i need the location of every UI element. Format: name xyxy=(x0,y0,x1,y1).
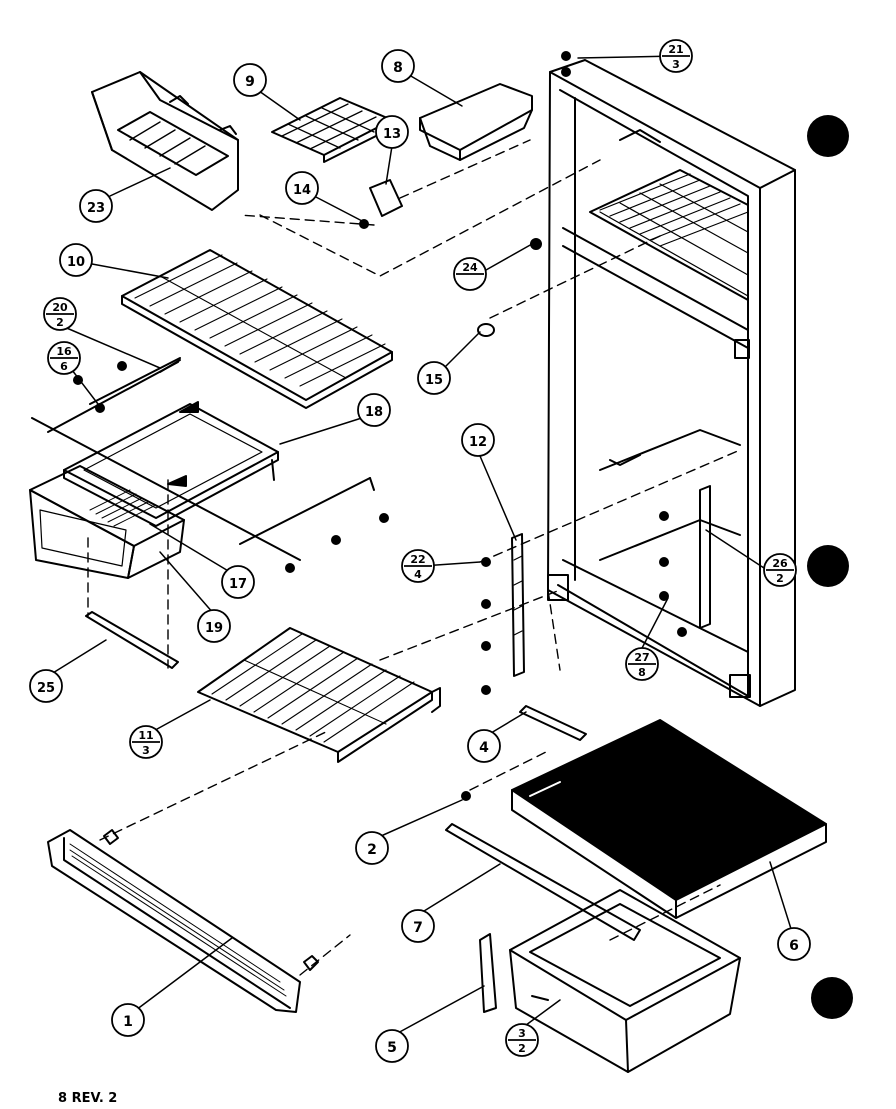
revision-footer: 8 REV. 2 xyxy=(58,1091,118,1106)
callout-21-3: 21 3 xyxy=(659,39,693,73)
callout-2: 2 xyxy=(355,831,389,865)
callout-label-top: 21 xyxy=(668,43,683,56)
callout-label: 25 xyxy=(37,681,55,696)
callout-label-bottom: 6 xyxy=(60,360,68,373)
callout-label-bottom: 2 xyxy=(56,316,64,329)
crisper-cover-glass xyxy=(63,401,279,527)
callout-16-6: 16 6 xyxy=(47,341,81,375)
drawer-slide-rail xyxy=(85,611,179,669)
callout-13: 13 xyxy=(375,115,409,149)
callout-label-top: 24 xyxy=(462,261,478,274)
callout-label-bottom: 3 xyxy=(672,58,680,71)
bracket-13 xyxy=(369,179,403,217)
callout-11-3: 11 3 xyxy=(129,725,163,759)
callout-17: 17 xyxy=(221,565,255,599)
crisper-cover-frame xyxy=(511,719,827,919)
callout-label-bottom: 3 xyxy=(142,744,150,757)
shelf-ladder-track-right xyxy=(699,485,711,629)
binder-holes xyxy=(807,115,853,1019)
callouts: 9 8 13 14 23 10 20 2 xyxy=(29,39,811,1063)
callout-27-8: 27 8 xyxy=(625,647,659,681)
base-grille xyxy=(47,829,319,1013)
callout-1: 1 xyxy=(111,1003,145,1037)
screws xyxy=(73,51,687,801)
callout-4: 4 xyxy=(467,729,501,763)
callout-label: 10 xyxy=(67,255,85,270)
callout-label: 9 xyxy=(245,74,255,90)
bracket-4 xyxy=(519,705,587,741)
callout-23: 23 xyxy=(79,189,113,223)
meat-keeper-drawer xyxy=(29,465,185,579)
callout-24: 25 xyxy=(29,669,63,703)
callout-26-2: 26 2 xyxy=(763,553,797,587)
wire-shelf-11 xyxy=(197,627,441,763)
callout-label: 6 xyxy=(789,938,799,954)
callout-label-bottom: 2 xyxy=(518,1042,526,1055)
callout-label-top: 3 xyxy=(518,1027,526,1040)
callout-label: 12 xyxy=(469,435,487,450)
ice-bin xyxy=(419,83,533,161)
callout-label-bottom: 4 xyxy=(414,568,422,581)
freezer-wire-shelf-installed xyxy=(589,169,749,301)
callout-22-4: 22 4 xyxy=(401,549,435,583)
callout-5: 5 xyxy=(375,1029,409,1063)
callout-label: 2 xyxy=(367,842,377,858)
callout-label-top: 26 xyxy=(772,557,788,570)
callout-label: 19 xyxy=(205,621,223,636)
callout-label-top: 11 xyxy=(138,729,153,742)
callout-10: 10 xyxy=(59,243,93,277)
callout-6: 6 xyxy=(777,927,811,961)
callout-25-2: 24 xyxy=(453,257,487,291)
callout-label: 17 xyxy=(229,577,247,592)
callout-label-bottom: 2 xyxy=(776,572,784,585)
crisper-divider xyxy=(479,933,497,1013)
callout-8: 8 xyxy=(381,49,415,83)
callout-18: 18 xyxy=(357,393,391,427)
callout-label: 13 xyxy=(383,127,401,142)
callout-9: 9 xyxy=(233,63,267,97)
ice-maker xyxy=(91,71,239,211)
callout-3-2: 3 2 xyxy=(505,1023,539,1057)
shelf-rails-left xyxy=(31,357,375,561)
callout-label: 23 xyxy=(87,201,105,216)
shelf-ladder-track xyxy=(511,533,525,677)
callout-label-top: 20 xyxy=(52,301,68,314)
callout-label: 8 xyxy=(393,60,403,76)
callout-label-bottom: 8 xyxy=(638,666,646,679)
callout-14: 14 xyxy=(285,171,319,205)
crisper-pan xyxy=(509,889,741,1073)
callout-20-2: 20 2 xyxy=(43,297,77,331)
callout-label-top: 22 xyxy=(410,553,425,566)
callout-label: 4 xyxy=(479,740,489,756)
callout-7: 7 xyxy=(401,909,435,943)
callout-label: 7 xyxy=(413,920,423,936)
wire-shelf-10 xyxy=(121,249,393,409)
assembly-guide-lines xyxy=(87,139,741,976)
callout-label: 5 xyxy=(387,1040,397,1056)
callout-15: 15 xyxy=(417,361,451,395)
callout-label: 15 xyxy=(425,373,443,388)
callout-label: 18 xyxy=(365,405,383,420)
callout-19: 19 xyxy=(197,609,231,643)
callout-label: 14 xyxy=(293,183,311,198)
light-lens xyxy=(477,323,495,337)
callout-label: 1 xyxy=(123,1014,133,1030)
cabinet-liner xyxy=(547,59,796,707)
callout-label-top: 27 xyxy=(634,651,649,664)
callout-label-top: 16 xyxy=(56,345,72,358)
callout-12: 12 xyxy=(461,423,495,457)
cover-trim-strip xyxy=(445,823,641,941)
